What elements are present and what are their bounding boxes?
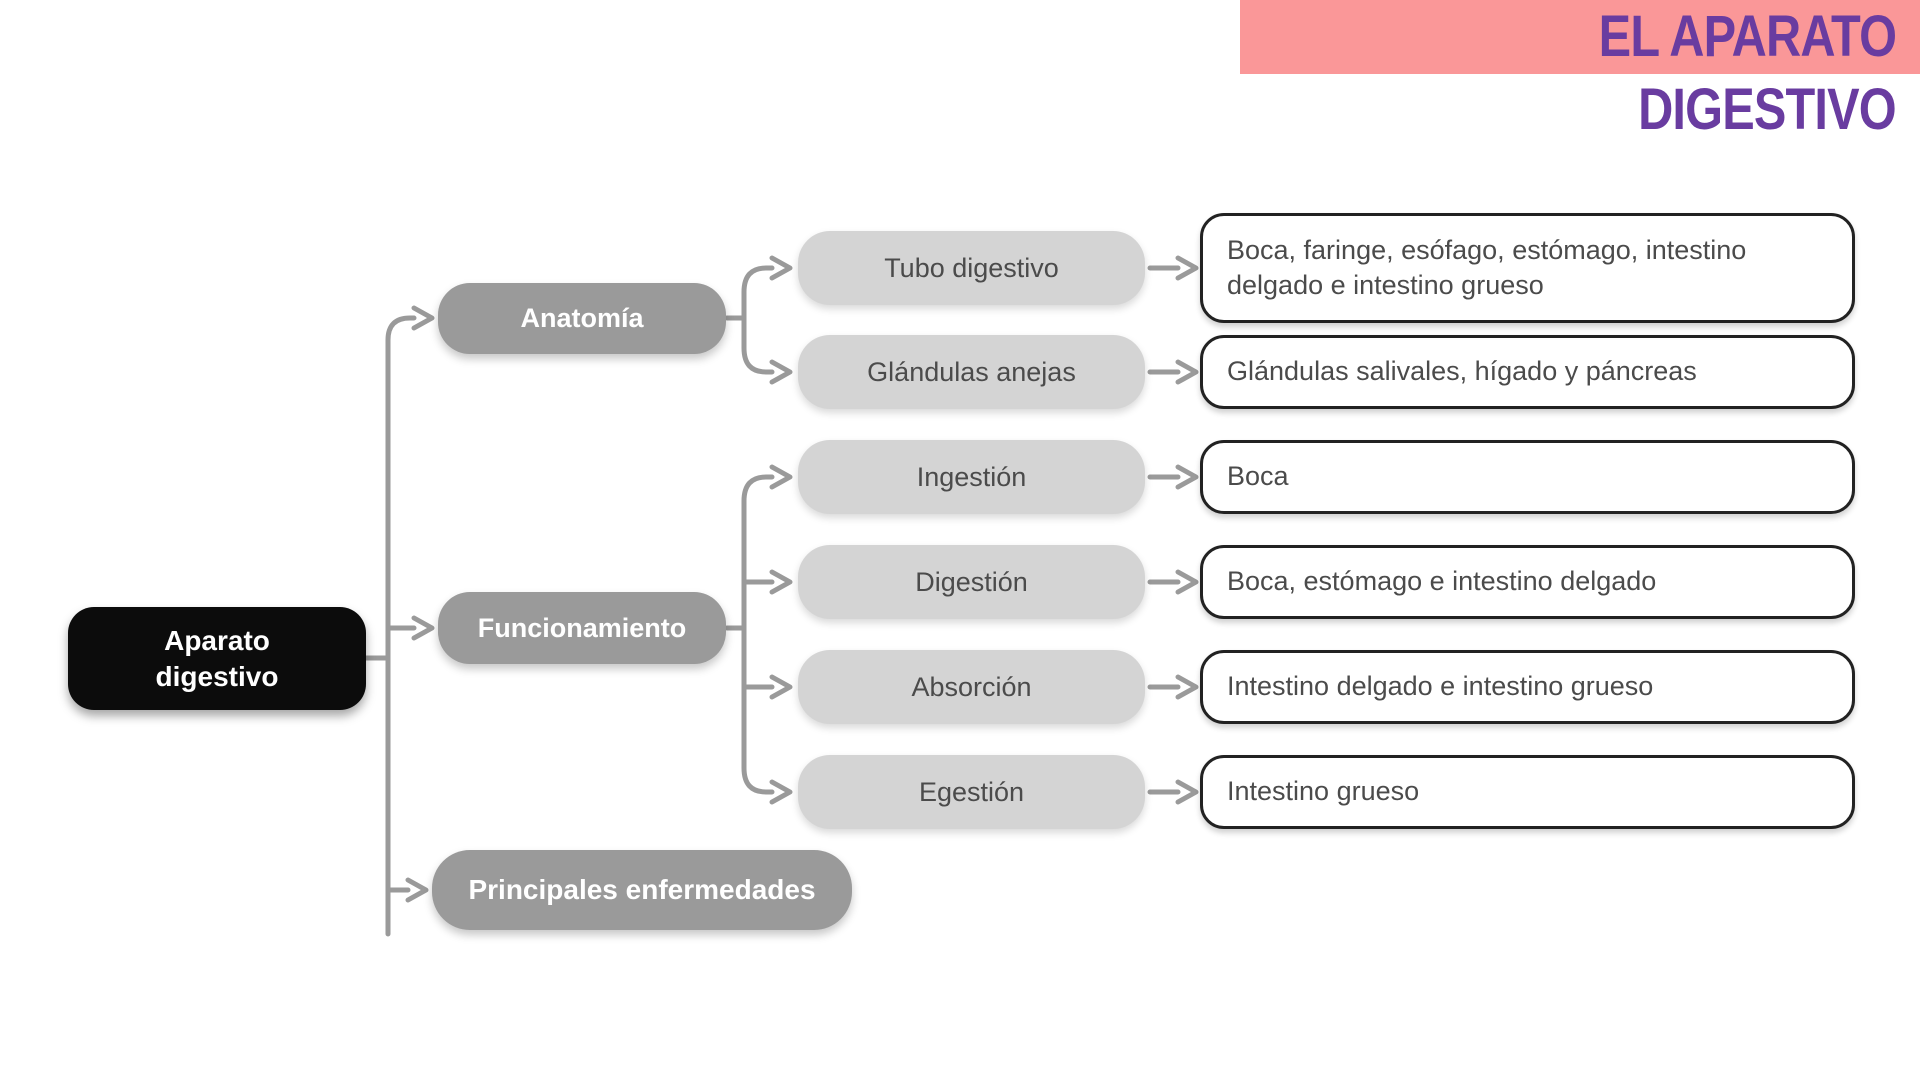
edge-anatomia-glandulas bbox=[741, 315, 793, 385]
branch-node-funcionamiento: Funcionamiento bbox=[438, 592, 726, 664]
mid-node-glandulas-anejas: Glándulas anejas bbox=[798, 335, 1145, 409]
branch-node-anatomia: Anatomía bbox=[438, 283, 726, 354]
branch-node-principales-enfermedades: Principales enfermedades bbox=[432, 850, 852, 930]
mid-node-absorcion: Absorción bbox=[798, 650, 1145, 724]
leaf-node-digestion-detail: Boca, estómago e intestino delgado bbox=[1200, 545, 1855, 619]
leaf-node-egestion-detail: Intestino grueso bbox=[1200, 755, 1855, 829]
page-title-line2: DIGESTIVO bbox=[1638, 77, 1897, 142]
edge-anatomia-tubo bbox=[741, 255, 793, 321]
leaf-node-absorcion-detail: Intestino delgado e intestino grueso bbox=[1200, 650, 1855, 724]
root-node-aparato-digestivo: Aparato digestivo bbox=[68, 607, 366, 710]
edge-funcionamiento-egestion bbox=[741, 625, 793, 805]
mid-node-egestion: Egestión bbox=[798, 755, 1145, 829]
edge-trunk-anatomia bbox=[385, 305, 435, 937]
leaf-node-glandulas-anejas-detail: Glándulas salivales, hígado y páncreas bbox=[1200, 335, 1855, 409]
mid-node-tubo-digestivo: Tubo digestivo bbox=[798, 231, 1145, 305]
leaf-node-tubo-digestivo-detail: Boca, faringe, esófago, estómago, intest… bbox=[1200, 213, 1855, 323]
mid-node-ingestion: Ingestión bbox=[798, 440, 1145, 514]
mid-node-digestion: Digestión bbox=[798, 545, 1145, 619]
title-band bbox=[1240, 0, 1920, 74]
root-node-label: Aparato digestivo bbox=[155, 624, 279, 692]
edge-funcionamiento-ingestion bbox=[741, 464, 793, 631]
leaf-node-ingestion-detail: Boca bbox=[1200, 440, 1855, 514]
page-title-line1: EL APARATO bbox=[1598, 4, 1897, 69]
